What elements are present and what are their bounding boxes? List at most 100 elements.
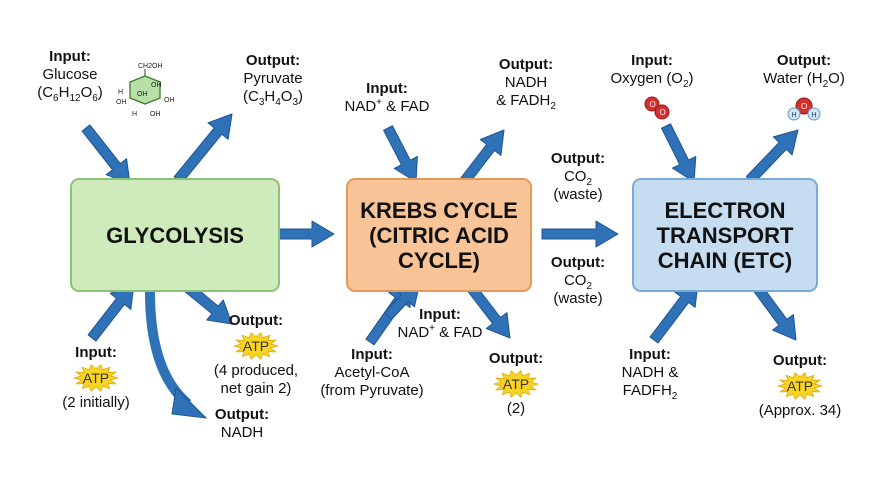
etc-nadh-input-label: Input: NADH & FADFH2 [604,346,696,402]
co2-output-label-lower: Output: CO2 (waste) [540,254,616,308]
waste-text: (waste) [553,290,603,307]
glucose-molecule-icon: CH2OH OH H OH OH OH H OH [116,63,175,118]
co2-text: CO2 [563,272,593,292]
etc-title-line-1: ELECTRON [664,197,786,223]
output-heading: Output: [550,150,606,167]
nadh-text: NADH [220,424,264,441]
krebs-cycle-box: KREBS CYCLE (CITRIC ACID CYCLE) [346,178,532,292]
glycolysis-title: GLYCOLYSIS [106,222,244,248]
svg-text:H: H [812,112,817,119]
svg-text:O: O [650,100,656,109]
electron-transport-chain-box: ELECTRON TRANSPORT CHAIN (ETC) [632,178,818,292]
atp-burst-label: ATP [243,338,269,354]
atp-burst-shape [233,332,279,360]
atp-burst-shape [777,372,823,400]
arrow-glycolysis-to-nadh-head [171,386,208,419]
output-heading: Output: [498,56,554,73]
output-heading: Output: [228,312,284,329]
input-heading: Input: [419,306,461,323]
glycolysis-nadh-output-label: Output: NADH [202,406,282,442]
atp-burst-icon: ATP [777,372,823,400]
atp-burst-shape [493,370,539,398]
arrow-etc-to-water [745,129,799,184]
svg-text:H: H [132,111,137,118]
glycolysis-atp-output-label: Output: ATP (4 produced, net gain 2) [204,312,308,398]
water-output-label: Output: Water (H2O) [752,52,856,90]
arrow-glucose-to-glycolysis [81,124,131,185]
nad-fad-text: NAD+ & FAD [344,97,430,116]
glucose-name: Glucose [42,66,98,83]
atp-net-gain-text: net gain 2) [220,380,292,397]
svg-text:CH2OH: CH2OH [138,63,163,70]
svg-text:O: O [660,108,666,117]
krebs-title-line-3: CYCLE) [398,247,480,273]
svg-text:OH: OH [150,111,161,118]
waste-text: (waste) [553,186,603,203]
krebs-cycle-title: KREBS CYCLE (CITRIC ACID CYCLE) [360,198,518,273]
input-heading: Input: [49,48,91,65]
glucose-input-label: Input: Glucose (C6H12O6) [22,48,118,104]
fadfh2-text: FADFH2 [622,382,678,402]
arrow-atp-into-glycolysis [87,283,135,342]
output-heading: Output: [772,352,828,369]
atp-burst-label: ATP [787,378,813,394]
krebs-title-line-2: (CITRIC ACID [369,222,509,248]
atp-initial-text: (2 initially) [62,394,130,411]
output-heading: Output: [488,350,544,367]
atp-burst-icon: ATP [493,370,539,398]
acetyl-coa-text: Acetyl-CoA [334,364,410,381]
arrow-glycolysis-to-pyruvate [173,113,233,184]
svg-text:H: H [792,112,797,119]
fadh2-text: & FADH2 [496,92,556,112]
input-heading: Input: [75,344,117,361]
atp-burst-shape [73,364,119,392]
svg-text:H: H [118,89,123,96]
atp-burst-icon: ATP [73,364,119,392]
nad-fad-text: NAD+ & FAD [397,323,483,342]
etc-title-line-2: TRANSPORT [656,222,794,248]
from-pyruvate-text: (from Pyruvate) [320,382,424,399]
svg-text:OH: OH [151,82,162,89]
krebs-atp-output-label: Output: ATP (2) [474,350,558,418]
svg-text:OH: OH [116,99,127,106]
co2-text: CO2 [563,168,593,188]
etc-atp-output-label: Output: ATP (Approx. 34) [748,352,852,420]
krebs-title-line-1: KREBS CYCLE [360,197,518,223]
svg-text:OH: OH [164,97,175,104]
output-heading: Output: [214,406,270,423]
etc-title-line-3: CHAIN (ETC) [657,247,793,273]
etc-title: ELECTRON TRANSPORT CHAIN (ETC) [657,198,794,273]
krebs-nadh-fadh2-output-label: Output: NADH & FADH2 [480,56,572,112]
input-heading: Input: [629,346,671,363]
oxygen-molecule-icon: O O [644,96,670,120]
glycolysis-box: GLYCOLYSIS [70,178,280,292]
svg-text:O: O [801,102,807,111]
krebs-nad-fad-input-label-top: Input: NAD+ & FAD [332,80,442,116]
output-heading: Output: [776,52,832,69]
svg-text:OH: OH [137,91,148,98]
co2-output-label-upper: Output: CO2 (waste) [540,150,616,204]
glucose-formula: (C6H12O6) [37,84,103,104]
oxygen-text: Oxygen (O2) [610,70,694,90]
krebs-nad-fad-input-label-bottom: Input: NAD+ & FAD [392,306,488,342]
nadh-text: NADH [504,74,548,91]
output-heading: Output: [550,254,606,271]
input-heading: Input: [351,346,393,363]
arrow-glycolysis-to-nadh-shaft [145,291,192,408]
water-molecule-icon: O H H [787,97,821,121]
pyruvate-formula: (C3H4O3) [242,88,304,108]
arrow-oxygen-into-etc [661,123,697,183]
krebs-atp-count: (2) [506,400,526,417]
pyruvate-name: Pyruvate [243,70,303,87]
glycolysis-atp-input-label: Input: ATP (2 initially) [44,344,148,412]
atp-burst-label: ATP [503,376,529,392]
nadh-and-text: NADH & [621,364,679,381]
acetyl-coa-input-label: Input: Acetyl-CoA (from Pyruvate) [312,346,432,400]
arrow-krebs-to-etc [541,220,619,248]
atp-produced-text: (4 produced, [213,362,299,379]
water-text: Water (H2O) [763,70,845,90]
input-heading: Input: [366,80,408,97]
oxygen-input-label: Input: Oxygen (O2) [600,52,704,90]
